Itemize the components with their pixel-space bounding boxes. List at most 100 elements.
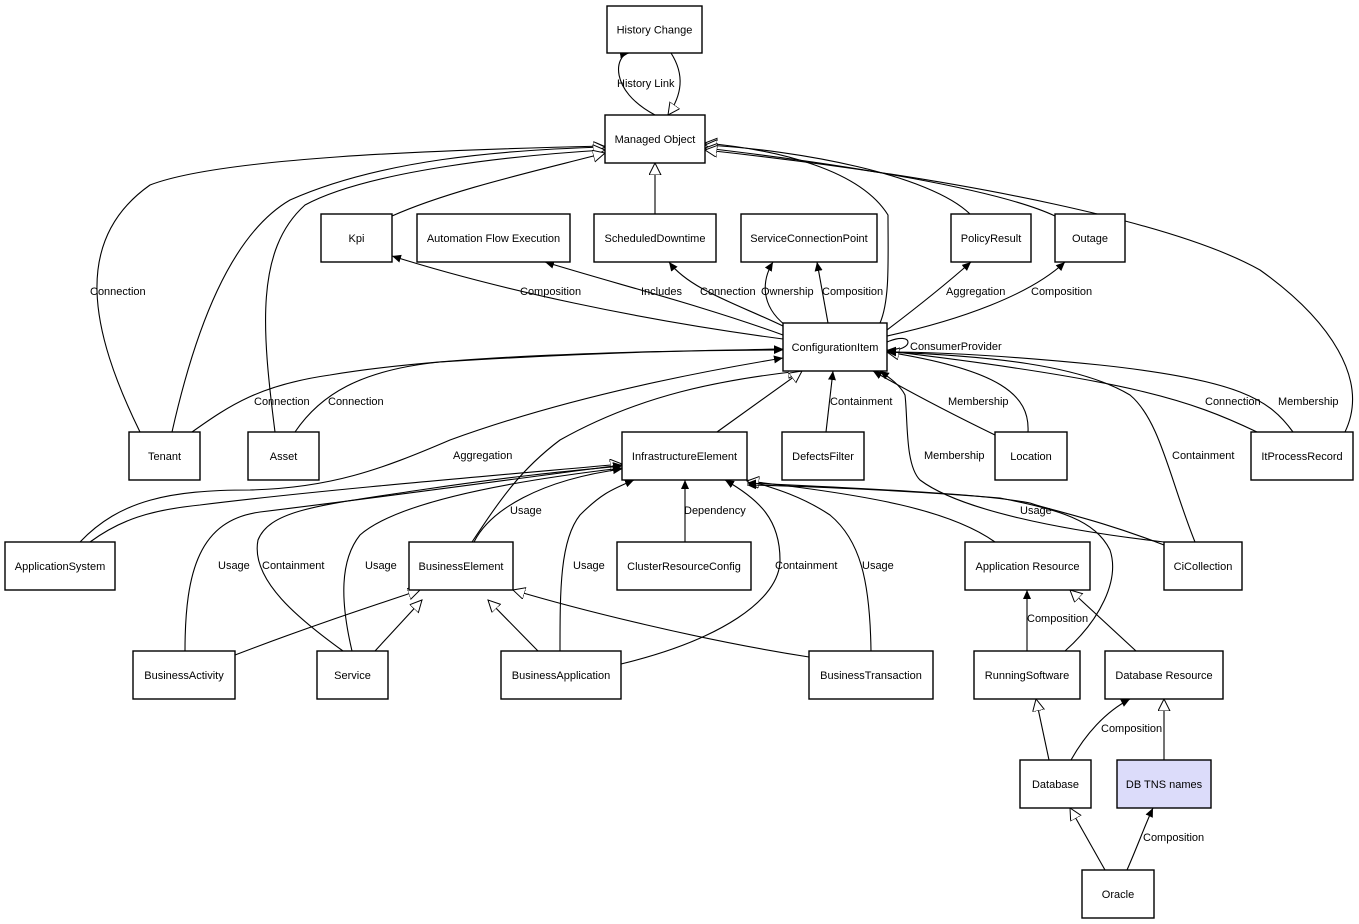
edge-defects-filter-to-configuration-item: Containment: [825, 370, 892, 433]
association-arrow: [886, 348, 1294, 433]
node-kpi[interactable]: Kpi: [320, 213, 393, 263]
node-service-connection-point[interactable]: ServiceConnectionPoint: [740, 213, 878, 263]
node-box[interactable]: [128, 431, 201, 481]
node-label: Kpi: [349, 233, 365, 245]
edge-outage-to-managed-object: [705, 148, 1056, 217]
association-arrow: [620, 479, 781, 665]
node-box[interactable]: [964, 541, 1091, 591]
node-database-resource[interactable]: Database Resource: [1104, 650, 1224, 700]
edge-configuration-item-to-managed-object: [705, 143, 889, 324]
inheritance-arrow: [1036, 699, 1050, 761]
node-business-element[interactable]: BusinessElement: [408, 541, 514, 591]
node-policy-result[interactable]: PolicyResult: [950, 213, 1032, 263]
edge-configuration-item-to-service-connection-point: Ownership: [761, 261, 814, 326]
node-box[interactable]: [316, 650, 389, 700]
node-box[interactable]: [621, 431, 748, 481]
node-box[interactable]: [606, 5, 703, 54]
node-box[interactable]: [500, 650, 622, 700]
node-box[interactable]: [994, 431, 1068, 481]
node-box[interactable]: [4, 541, 116, 591]
node-box[interactable]: [1104, 650, 1224, 700]
edge-label: Usage: [218, 560, 250, 572]
node-label: BusinessActivity: [144, 670, 224, 682]
node-automation-flow-execution[interactable]: Automation Flow Execution: [416, 213, 571, 263]
node-label: BusinessApplication: [512, 670, 610, 682]
association-arrow: [618, 50, 656, 116]
node-service[interactable]: Service: [316, 650, 389, 700]
node-label: InfrastructureElement: [632, 451, 737, 463]
node-managed-object[interactable]: Managed Object: [604, 114, 706, 164]
edge-label: Connection: [254, 396, 310, 408]
node-business-activity[interactable]: BusinessActivity: [132, 650, 236, 700]
edge-tenant-to-managed-object: Connection: [90, 142, 606, 433]
node-it-process-record[interactable]: ItProcessRecord: [1250, 431, 1354, 481]
node-tenant[interactable]: Tenant: [128, 431, 201, 481]
node-box[interactable]: [973, 650, 1081, 700]
association-arrow: [668, 261, 786, 328]
association-arrow: [814, 261, 829, 324]
node-history-change[interactable]: History Change: [606, 5, 703, 54]
association-arrow: [79, 355, 784, 543]
node-box[interactable]: [1019, 759, 1092, 809]
node-oracle[interactable]: Oracle: [1081, 869, 1155, 919]
node-business-application[interactable]: BusinessApplication: [500, 650, 622, 700]
node-box[interactable]: [416, 213, 571, 263]
node-box[interactable]: [1250, 431, 1354, 481]
edge-label: Composition: [822, 286, 883, 298]
edge-label: Containment: [830, 396, 892, 408]
node-box[interactable]: [320, 213, 393, 263]
edge-history-change-to-managed-object: [668, 52, 681, 115]
edge-label: Containment: [775, 560, 837, 572]
node-box[interactable]: [808, 650, 934, 700]
node-box[interactable]: [782, 322, 888, 372]
node-box[interactable]: [604, 114, 706, 164]
node-box[interactable]: [1081, 869, 1155, 919]
edge-label: Usage: [510, 505, 542, 517]
edge-label: Composition: [1143, 832, 1204, 844]
node-defects-filter[interactable]: DefectsFilter: [781, 431, 865, 481]
node-box[interactable]: [1054, 213, 1126, 263]
association-arrow: [96, 142, 606, 433]
edge-application-system-to-configuration-item: Aggregation: [79, 355, 784, 543]
association-arrow: [746, 479, 1165, 546]
node-scheduled-downtime[interactable]: ScheduledDowntime: [593, 213, 717, 263]
node-outage[interactable]: Outage: [1054, 213, 1126, 263]
node-database[interactable]: Database: [1019, 759, 1092, 809]
node-asset[interactable]: Asset: [247, 431, 320, 481]
node-box[interactable]: [408, 541, 514, 591]
node-cluster-resource-config[interactable]: ClusterResourceConfig: [616, 541, 752, 591]
association-arrow: [879, 370, 1165, 543]
edge-label: Usage: [1020, 505, 1052, 517]
node-application-resource[interactable]: Application Resource: [964, 541, 1091, 591]
node-box[interactable]: [781, 431, 865, 481]
node-box[interactable]: [950, 213, 1032, 263]
inheritance-arrow: [1070, 590, 1137, 652]
node-db-tns-names[interactable]: DB TNS names: [1116, 759, 1212, 809]
node-label: Oracle: [1102, 889, 1134, 901]
edge-label: Composition: [1031, 286, 1092, 298]
edge-kpi-to-managed-object: [391, 153, 605, 217]
edge-configuration-item-to-outage: Composition: [886, 261, 1092, 337]
node-ci-collection[interactable]: CiCollection: [1163, 541, 1243, 591]
node-running-software[interactable]: RunningSoftware: [973, 650, 1081, 700]
inheritance-arrow: [374, 600, 422, 652]
node-box[interactable]: [740, 213, 878, 263]
node-infrastructure-element[interactable]: InfrastructureElement: [621, 431, 748, 481]
edge-database-to-running-software: [1036, 699, 1050, 761]
node-box[interactable]: [616, 541, 752, 591]
edge-business-activity-to-business-element: [234, 590, 420, 656]
node-box[interactable]: [593, 213, 717, 263]
node-label: Tenant: [148, 451, 181, 463]
edge-service-to-business-element: [374, 600, 422, 652]
node-business-transaction[interactable]: BusinessTransaction: [808, 650, 934, 700]
edge-label: ConsumerProvider: [910, 341, 1002, 353]
node-box[interactable]: [1163, 541, 1243, 591]
node-box[interactable]: [247, 431, 320, 481]
node-box[interactable]: [132, 650, 236, 700]
edge-label: Includes: [641, 286, 682, 298]
edge-ci-collection-to-infrastructure-element: Usage: [746, 479, 1165, 546]
node-application-system[interactable]: ApplicationSystem: [4, 541, 116, 591]
node-configuration-item[interactable]: ConfigurationItem: [782, 322, 888, 372]
node-box[interactable]: [1116, 759, 1212, 809]
node-location[interactable]: Location: [994, 431, 1068, 481]
